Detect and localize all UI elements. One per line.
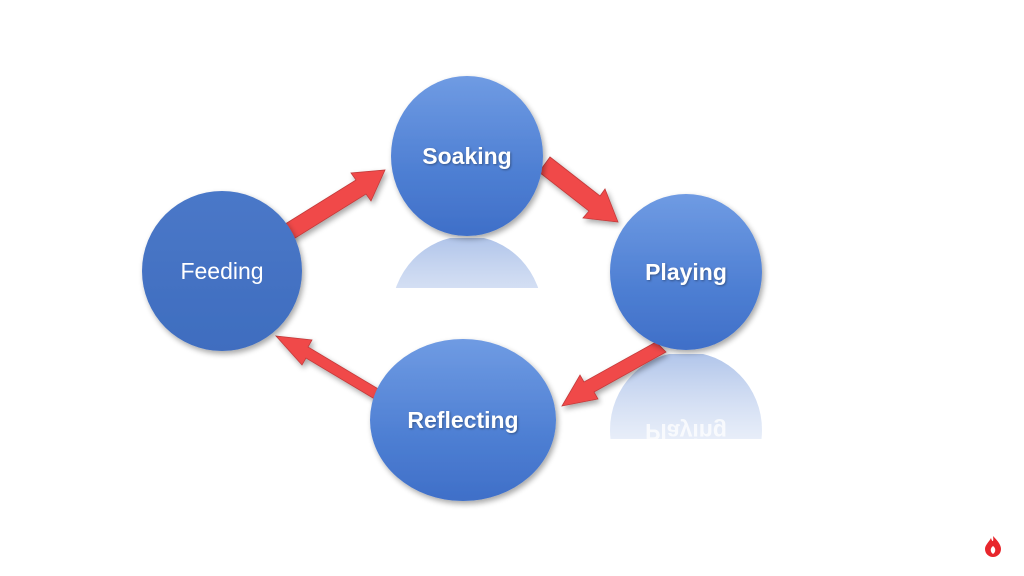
node-reflecting: Reflecting <box>370 339 556 501</box>
node-reflecting-label: Reflecting <box>407 407 518 433</box>
node-playing: Playing <box>610 194 762 350</box>
node-soaking-label: Soaking <box>422 143 511 169</box>
node-playing-label: Playing <box>645 259 727 285</box>
arrow-playing-to-reflecting <box>561 341 667 407</box>
arrow-feeding-to-soaking <box>281 169 386 241</box>
flame-logo-icon <box>985 536 1001 557</box>
playing-reflection: Playing <box>610 354 762 445</box>
arrow-reflecting-to-feeding <box>275 335 381 402</box>
playing-reflection-label: Playing <box>645 419 727 445</box>
node-feeding: Feeding <box>142 191 302 351</box>
soaking-reflection <box>395 238 539 288</box>
node-feeding-label: Feeding <box>180 258 263 284</box>
node-soaking: Soaking <box>391 76 543 236</box>
arrow-soaking-to-playing <box>538 156 619 223</box>
